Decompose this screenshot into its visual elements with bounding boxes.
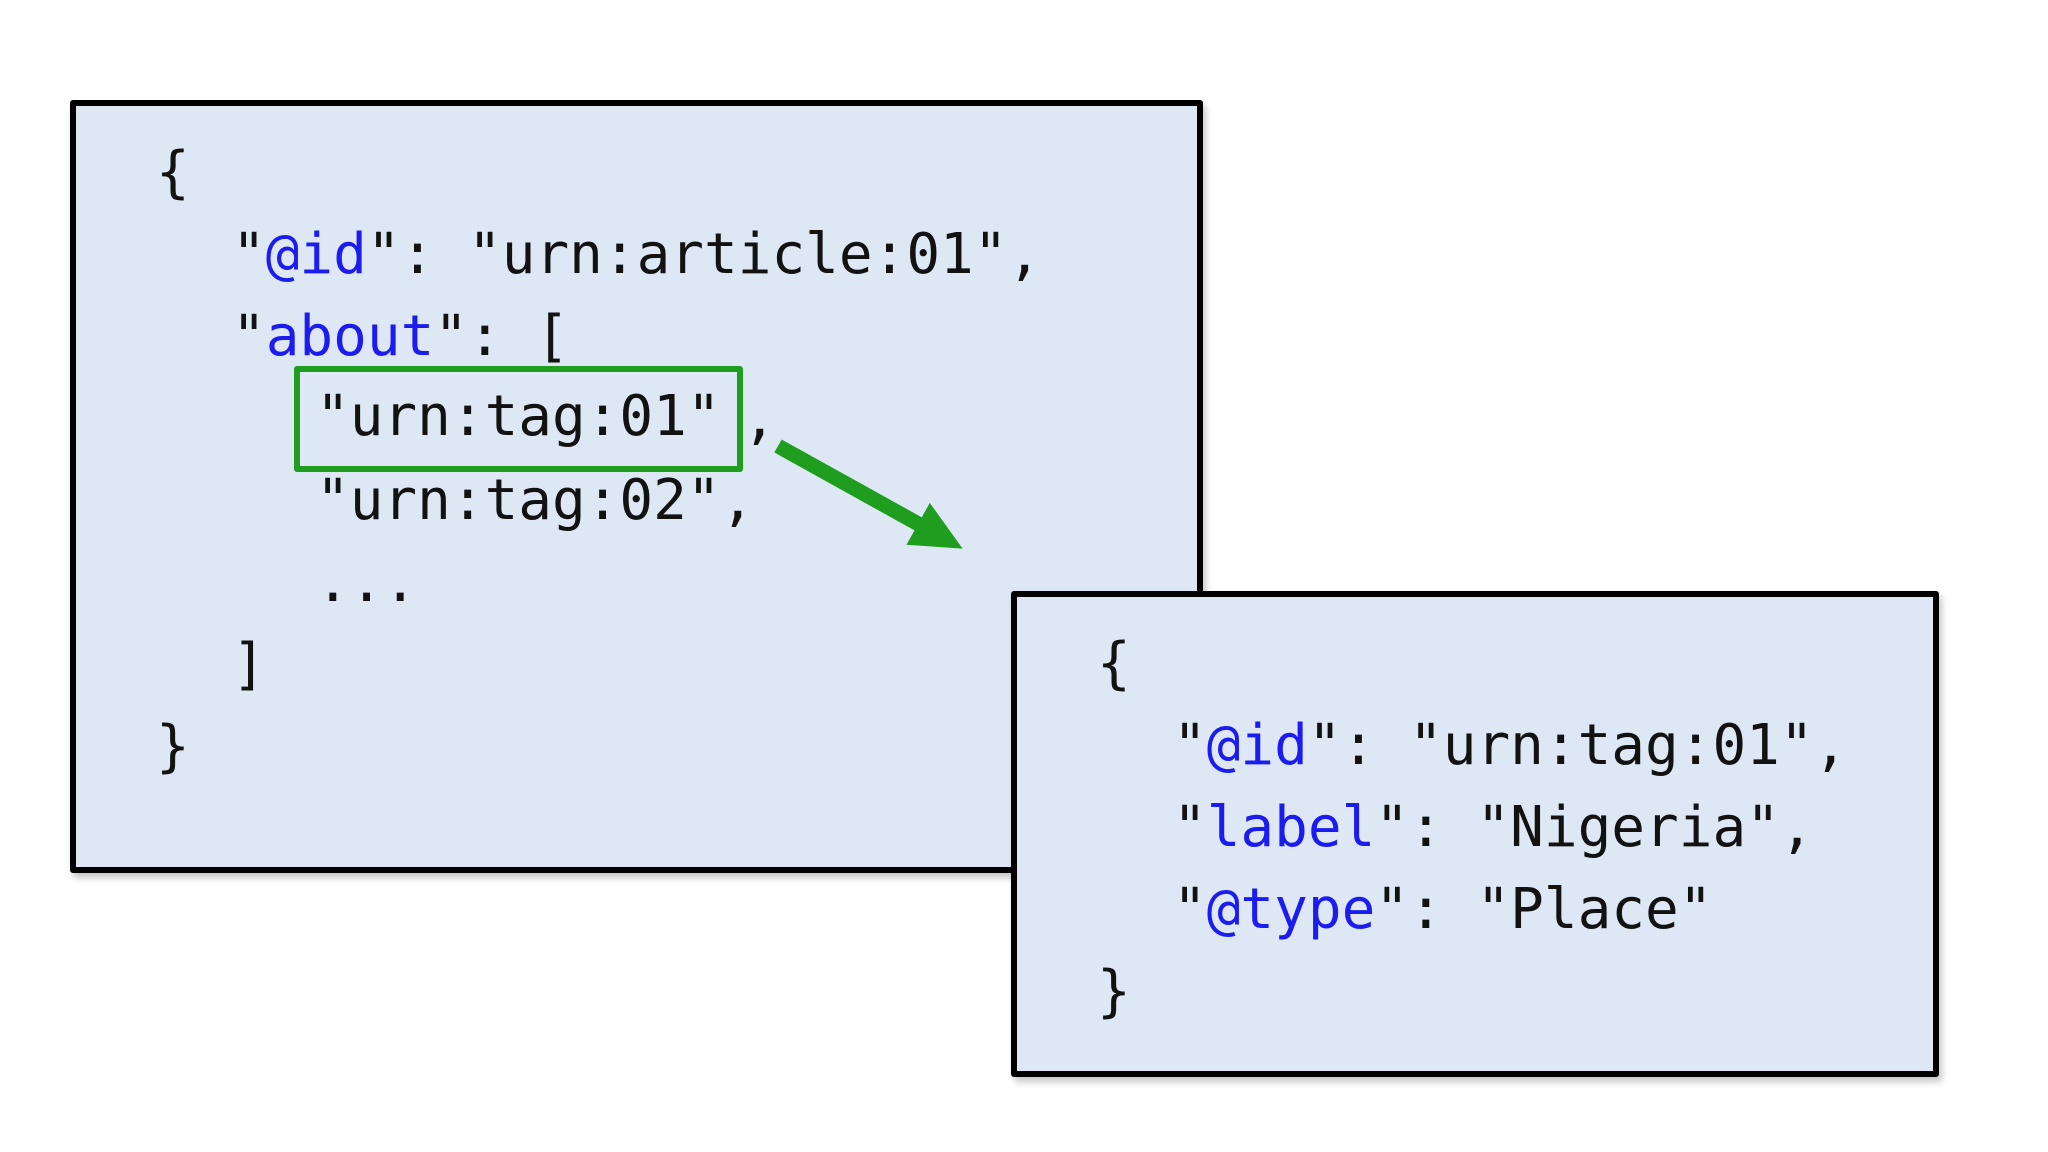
article-json-code: { "@id": "urn:article:01", "about": [ "u… [76, 106, 1197, 788]
quote-mark: " [1173, 713, 1207, 778]
json-value-tag-id: ": "urn:tag:01", [1307, 713, 1848, 778]
code-line-ellipsis: ... [156, 542, 1197, 624]
json-value-article-id: ": "urn:article:01", [366, 222, 1042, 287]
quote-mark: " [1173, 877, 1207, 942]
code-line-close-brace: } [156, 706, 1197, 788]
article-json-box: { "@id": "urn:article:01", "about": [ "u… [70, 100, 1203, 873]
json-value-tag2: "urn:tag:02", [316, 468, 755, 533]
code-line-tag2: "urn:tag:02", [156, 460, 1197, 542]
tag-json-box: { "@id": "urn:tag:01", "label": "Nigeria… [1011, 591, 1939, 1077]
json-value-label: ": "Nigeria", [1375, 795, 1814, 860]
code-line-id: "@id": "urn:article:01", [156, 214, 1197, 296]
json-key-about: about [265, 304, 435, 369]
quote-mark: " [1173, 795, 1207, 860]
code-line-type: "@type": "Place" [1097, 869, 1933, 951]
highlight-box: "urn:tag:01" [294, 366, 743, 472]
comma: , [742, 386, 777, 451]
quote-mark: " [232, 222, 266, 287]
brace-close: } [1097, 959, 1131, 1024]
code-line-open-brace: { [156, 132, 1197, 214]
array-close: ] [232, 632, 266, 697]
code-line-id: "@id": "urn:tag:01", [1097, 705, 1933, 787]
quote-mark: " [232, 304, 266, 369]
code-line-close-bracket: ] [156, 624, 1197, 706]
json-value-type: ": "Place" [1375, 877, 1713, 942]
array-open: ": [ [434, 304, 570, 369]
code-line-about: "about": [ [156, 296, 1197, 378]
code-line-close-brace: } [1097, 951, 1933, 1033]
json-key-id: @id [1206, 713, 1308, 778]
code-line-label: "label": "Nigeria", [1097, 787, 1933, 869]
ellipsis: ... [316, 550, 418, 615]
json-key-id: @id [265, 222, 367, 287]
code-line-open-brace: { [1097, 623, 1933, 705]
brace-open: { [1097, 631, 1131, 696]
tag-json-code: { "@id": "urn:tag:01", "label": "Nigeria… [1017, 597, 1933, 1033]
json-key-label: label [1206, 795, 1376, 860]
json-value-tag1: "urn:tag:01" [316, 384, 721, 449]
json-key-type: @type [1206, 877, 1376, 942]
brace-open: { [156, 140, 190, 205]
brace-close: } [156, 714, 190, 779]
code-line-tag1: "urn:tag:01", [156, 366, 1197, 472]
